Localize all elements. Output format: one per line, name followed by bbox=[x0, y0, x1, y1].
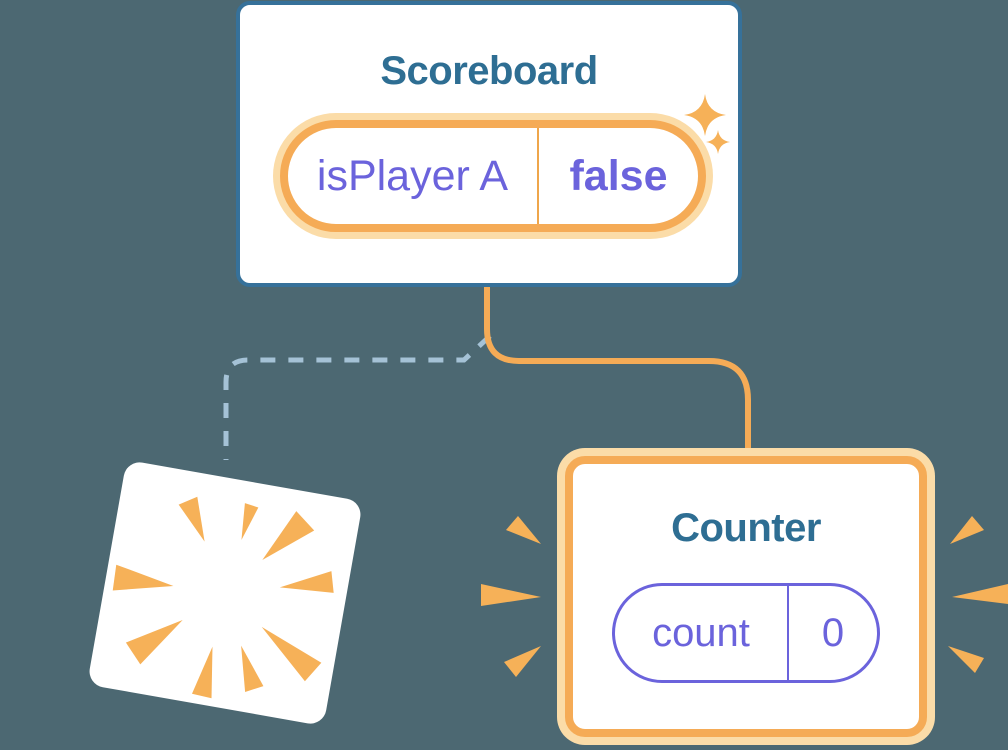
pill-divider bbox=[537, 128, 539, 224]
burst-ray bbox=[241, 503, 259, 541]
burst-ray bbox=[262, 511, 315, 560]
explosion-burst-icon bbox=[112, 496, 334, 699]
burst-ray bbox=[279, 571, 334, 593]
burst-ray bbox=[112, 564, 174, 591]
burst-ray bbox=[178, 496, 205, 542]
counter-state-pill: count 0 bbox=[612, 583, 880, 683]
ray-left-top bbox=[506, 516, 541, 544]
counter-title: Counter bbox=[671, 506, 821, 550]
scoreboard-component-card: Scoreboard isPlayer A false bbox=[236, 1, 742, 287]
orange-counter-branch-line bbox=[484, 284, 751, 452]
destroyed-component-card bbox=[87, 459, 363, 727]
state-name-label: isPlayer A bbox=[316, 151, 509, 200]
ray-left-middle bbox=[481, 584, 541, 606]
state-name-label: count bbox=[652, 610, 750, 655]
ray-right-top bbox=[950, 516, 984, 544]
state-value-label: 0 bbox=[821, 610, 845, 655]
pill-divider bbox=[787, 586, 789, 680]
dashed-destroyed-branch-line bbox=[223, 334, 492, 460]
counter-component-card: Counter count 0 bbox=[565, 456, 927, 737]
burst-ray bbox=[241, 645, 264, 692]
scoreboard-state-pill: isPlayer A false bbox=[280, 120, 706, 232]
ray-left-bottom bbox=[504, 646, 541, 677]
ray-right-middle bbox=[952, 584, 1008, 604]
scoreboard-title: Scoreboard bbox=[380, 49, 598, 93]
burst-ray bbox=[261, 626, 322, 682]
state-value-label: false bbox=[569, 151, 668, 200]
burst-ray bbox=[191, 646, 213, 699]
ray-right-bottom bbox=[948, 646, 984, 673]
burst-ray bbox=[125, 620, 183, 665]
